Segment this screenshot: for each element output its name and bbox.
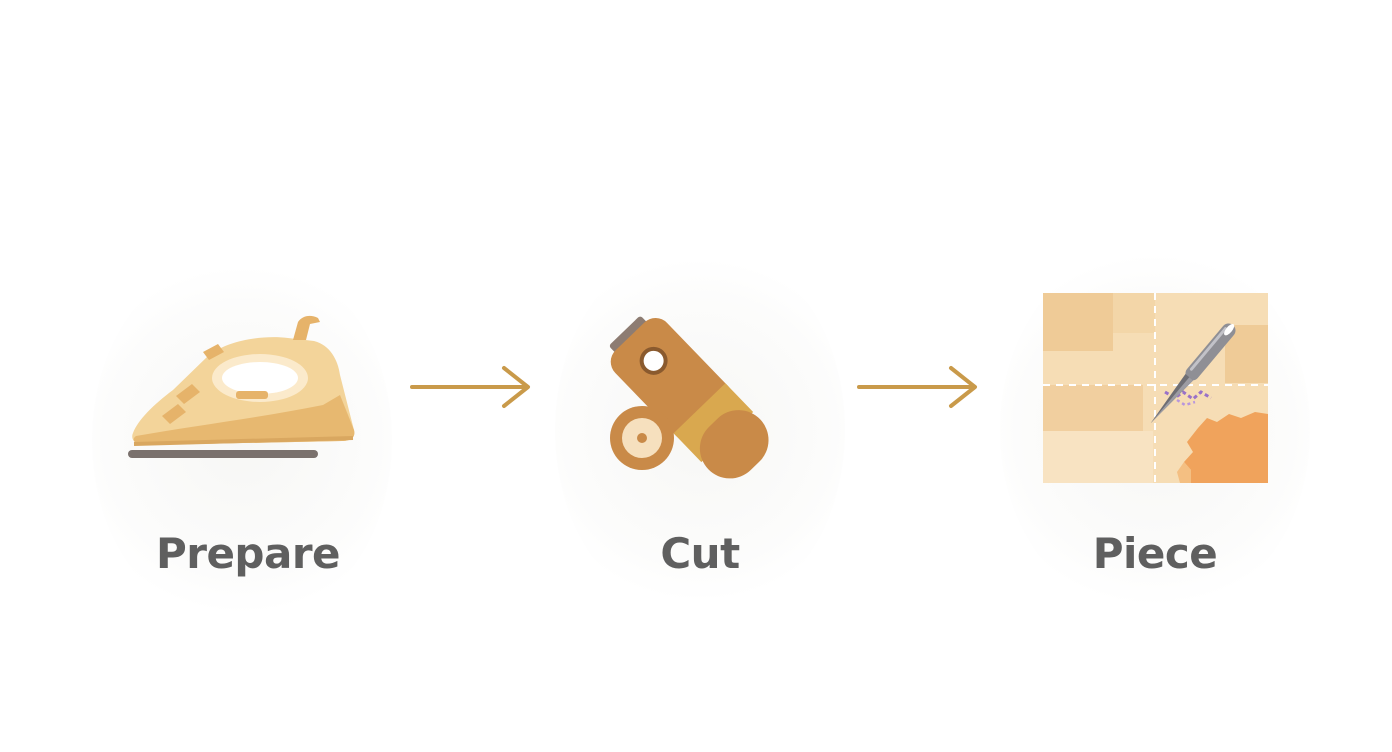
arrow-right-icon — [857, 366, 977, 408]
step-prepare: Prepare — [78, 0, 418, 752]
rotary-cutter-icon — [609, 316, 769, 479]
step-label-cut: Cut — [660, 529, 740, 578]
step-label-piece: Piece — [1092, 529, 1218, 578]
step-cut: Cut — [530, 0, 870, 752]
step-piece: Piece — [985, 0, 1325, 752]
patchwork-needle-icon — [1043, 293, 1268, 483]
iron-icon — [128, 315, 355, 458]
arrow-right-icon — [410, 366, 530, 408]
step-label-prepare: Prepare — [155, 529, 341, 578]
